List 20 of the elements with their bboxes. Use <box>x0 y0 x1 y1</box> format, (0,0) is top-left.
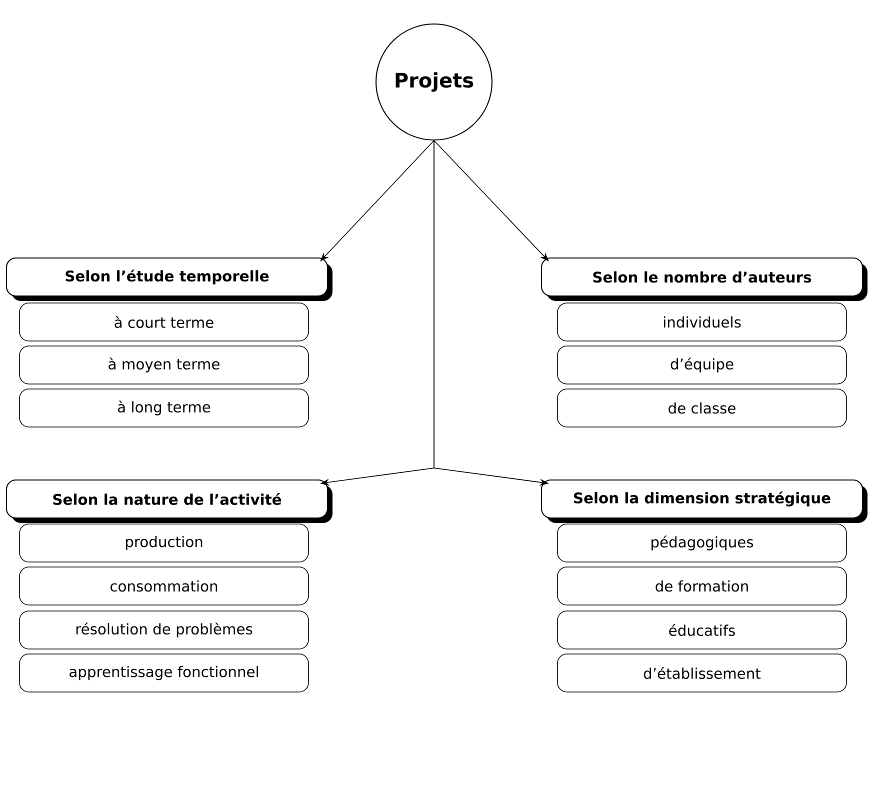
item-box: résolution de problèmes <box>19 610 309 650</box>
item-box: à moyen terme <box>19 346 309 384</box>
item-box: consommation <box>19 566 309 606</box>
item-box: de classe <box>557 388 847 428</box>
item-box: à long terme <box>19 388 309 428</box>
item-box: éducatifs <box>557 610 847 650</box>
item-box: individuels <box>557 302 847 342</box>
arrow <box>320 140 434 262</box>
item-box: production <box>19 524 309 562</box>
category-box: Selon la dimension stratégique <box>540 479 868 523</box>
item-box: pédagogiques <box>557 524 847 562</box>
item-box: de formation <box>557 566 847 606</box>
item-box: d’équipe <box>557 346 847 384</box>
category-box: Selon le nombre d’auteurs <box>540 257 868 301</box>
item-box: d’établissement <box>557 654 847 692</box>
category-box: Selon la nature de l’activité <box>6 479 332 523</box>
arrow <box>434 140 549 262</box>
item-box: à court terme <box>19 302 309 342</box>
category-box: Selon l’étude temporelle <box>6 257 332 301</box>
item-box: apprentissage fonctionnel <box>19 654 309 692</box>
